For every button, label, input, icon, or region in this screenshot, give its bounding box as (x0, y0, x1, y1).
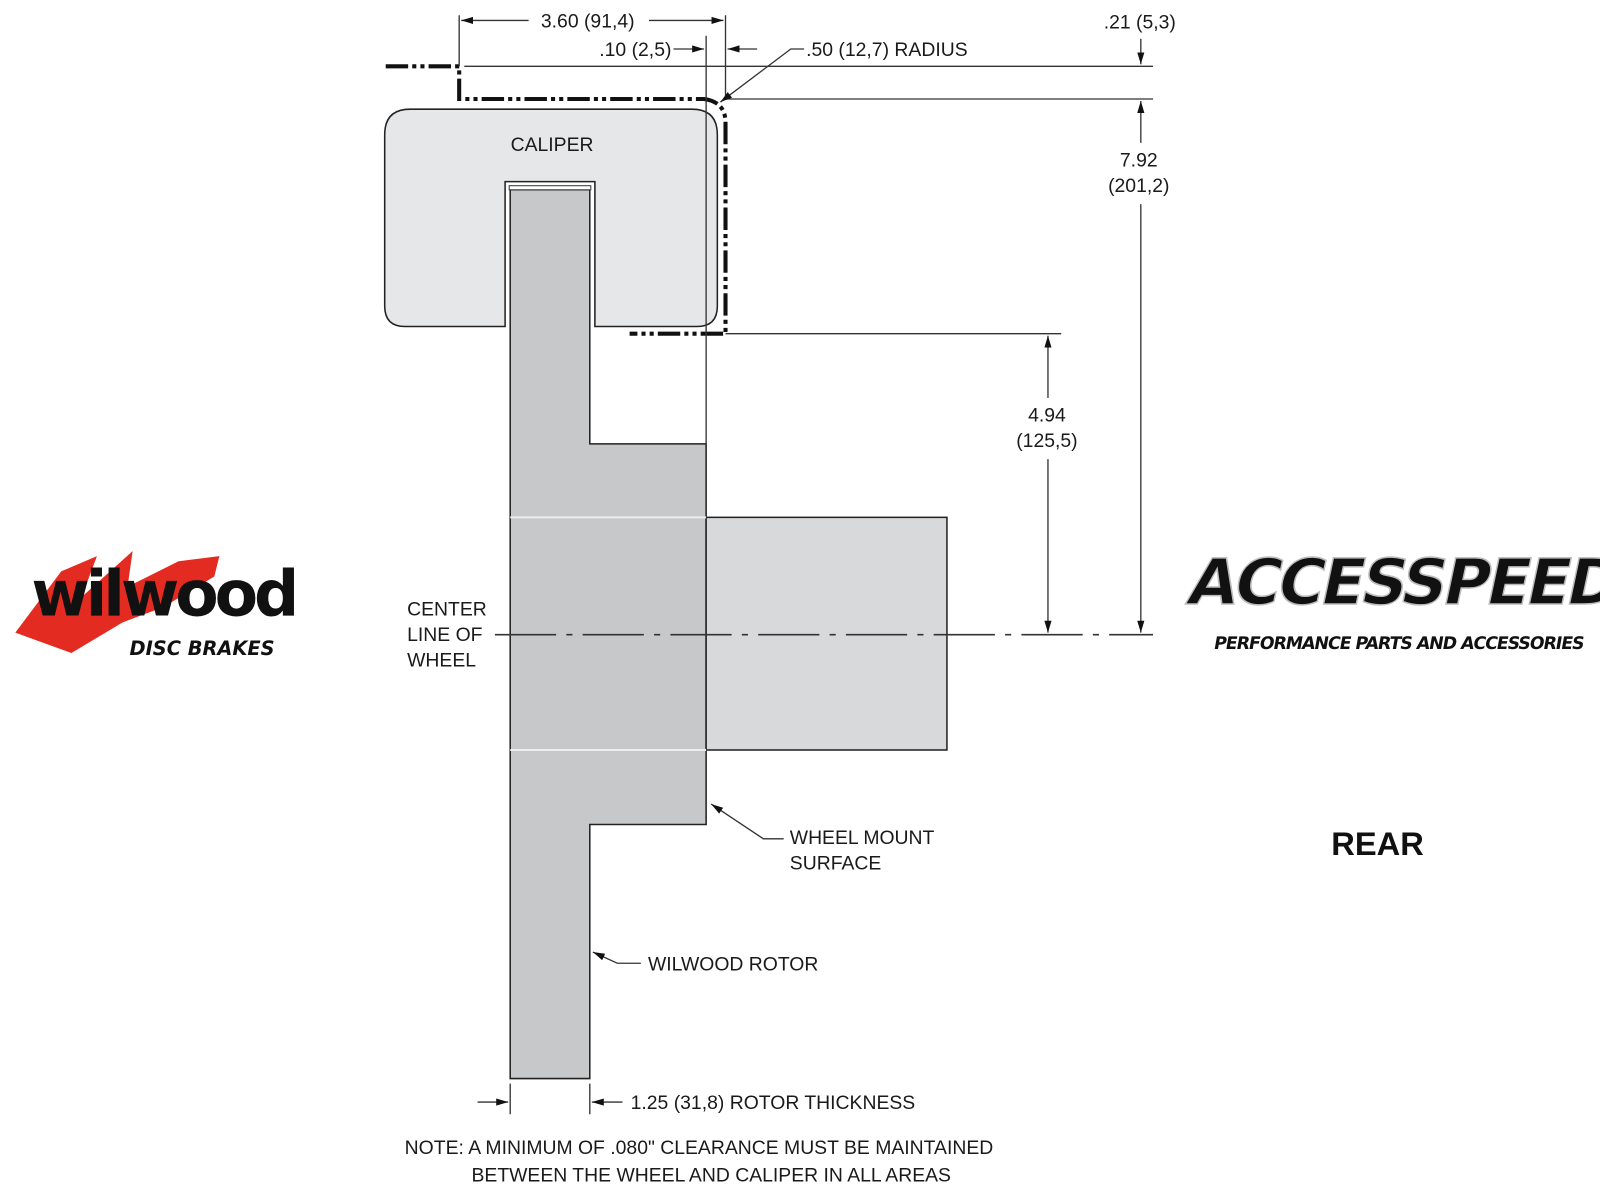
clearance-note: BETWEEN THE WHEEL AND CALIPER IN ALL ARE… (471, 1165, 951, 1187)
rotor-label: WILWOOD ROTOR (648, 953, 818, 975)
rotor-leader (592, 951, 641, 964)
wheel-mount-leader (710, 803, 784, 840)
wheel-hub (705, 516, 948, 751)
rear-label: REAR (1331, 825, 1424, 862)
center-line-label: WHEEL (407, 649, 476, 671)
caliper-label: CALIPER (511, 134, 594, 156)
wilwood-logo: wilwood DISC BRAKES (15, 551, 299, 660)
center-line-label: LINE OF (407, 624, 483, 646)
clearance-envelope (385, 64, 728, 336)
gap-dimension: .10 (2,5) (599, 39, 671, 61)
height-b-dimension: 4.94 (1028, 404, 1066, 426)
extension-lines (458, 15, 1154, 444)
clearance-note: NOTE: A MINIMUM OF .080" CLEARANCE MUST … (405, 1137, 994, 1159)
wheel-mount-label: WHEEL MOUNT (790, 827, 935, 849)
rotor-thickness-dimension: 1.25 (31,8) ROTOR THICKNESS (631, 1092, 916, 1114)
radius-leader (720, 48, 805, 103)
caliper (383, 108, 719, 328)
caliper-slot (508, 185, 592, 191)
width-dimension: 3.60 (91,4) (541, 11, 635, 33)
svg-text:ACCESSPEED: ACCESSPEED (1182, 547, 1600, 620)
thickness-extension (509, 1083, 591, 1115)
top-offset-dimension: .21 (5,3) (1104, 12, 1176, 34)
wheel-mount-label: SURFACE (790, 852, 882, 874)
height-a-mm: (201,2) (1108, 175, 1169, 197)
radius-dimension: .50 (12,7) RADIUS (806, 39, 968, 61)
accesspeed-logo: ACCESSPEED PERFORMANCE PARTS AND ACCESSO… (1181, 546, 1600, 654)
height-b-mm: (125,5) (1016, 430, 1077, 452)
svg-text:PERFORMANCE PARTS AND ACCESSOR: PERFORMANCE PARTS AND ACCESSORIES (1212, 634, 1585, 654)
svg-text:wilwood: wilwood (31, 556, 295, 630)
height-a-dimension: 7.92 (1120, 149, 1158, 171)
center-line-label: CENTER (407, 598, 487, 620)
svg-text:DISC BRAKES: DISC BRAKES (129, 637, 274, 660)
